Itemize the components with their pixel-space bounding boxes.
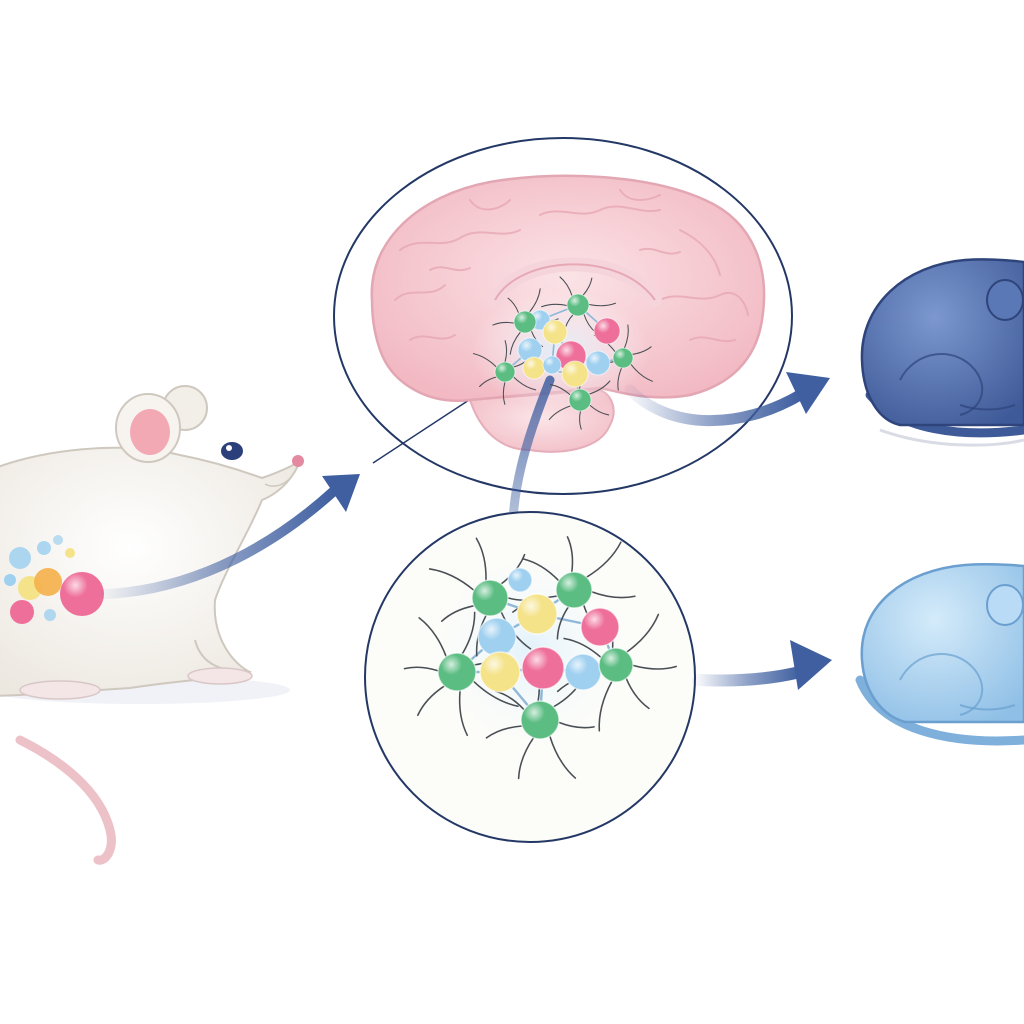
rat-foot — [187, 667, 253, 685]
cell-highlight — [523, 357, 545, 379]
cell-highlight — [518, 338, 542, 362]
neuron-process — [529, 288, 541, 313]
neuron-process — [479, 376, 497, 388]
neuron-process — [475, 537, 487, 582]
cell-highlight — [480, 652, 520, 692]
cell-highlight — [495, 362, 515, 382]
neuron-process — [502, 381, 506, 405]
rat-particle-cluster — [4, 535, 104, 624]
neuron-process — [428, 568, 475, 591]
neuron-process — [517, 737, 535, 780]
cell-highlight — [599, 648, 633, 682]
neuron-process — [507, 297, 520, 314]
rat-ear-inner — [130, 409, 170, 455]
rat-eye — [221, 442, 243, 460]
neuron-process — [548, 405, 572, 421]
neuron-process — [417, 685, 446, 717]
dark-mouse-body — [860, 258, 1024, 427]
neuron-process — [626, 613, 660, 653]
neuron-process — [541, 303, 568, 308]
neuron-process — [549, 384, 571, 396]
cell-highlight — [522, 647, 564, 689]
cell-highlight — [565, 654, 601, 690]
curled-mouse-light-icon — [855, 563, 1024, 746]
cell-highlight — [521, 701, 559, 739]
light-mouse-body — [860, 563, 1024, 724]
rat-hind-foot — [19, 680, 101, 700]
neuron-process — [461, 611, 476, 655]
rat-nose — [292, 455, 304, 467]
neuron-process — [563, 637, 602, 659]
cell-highlight — [543, 320, 567, 344]
neuron-process — [549, 735, 577, 779]
cell-highlight — [438, 653, 476, 691]
neuron-process — [458, 689, 469, 737]
neuron-process — [623, 324, 629, 349]
cell-highlight — [581, 608, 619, 646]
arrow-cluster-to-light-mouse — [692, 640, 832, 690]
neuron-process — [472, 680, 519, 708]
neuron-process — [598, 680, 613, 732]
brain-icon — [370, 174, 766, 403]
cell-highlight — [586, 351, 610, 375]
neuron-process — [630, 363, 653, 382]
cell-highlight — [594, 318, 620, 344]
neuron-process — [625, 677, 650, 710]
cell-highlight — [514, 311, 536, 333]
neuron-process — [588, 380, 611, 395]
cell-highlight — [543, 356, 561, 374]
arrow-brain-to-dark-mouse — [624, 372, 830, 427]
brain-cell-cluster — [472, 276, 653, 430]
curled-mouse-dark-icon — [860, 258, 1024, 447]
cell-highlight — [517, 594, 557, 634]
neuron-process — [617, 367, 623, 391]
cell-highlight — [508, 568, 532, 592]
neuron-process — [513, 376, 537, 391]
cell-highlight — [472, 580, 508, 616]
light-mouse-ear — [986, 584, 1024, 626]
cell-highlight — [613, 348, 633, 368]
neuron-process — [559, 276, 573, 297]
rat-tail — [15, 735, 116, 865]
neuron-process — [509, 331, 521, 355]
neuron-process — [556, 606, 570, 640]
neuron-process — [492, 321, 515, 326]
cell-highlight — [562, 361, 588, 387]
neuron-process — [403, 666, 439, 672]
cell-cluster-icon — [403, 536, 677, 780]
cell-highlight — [556, 572, 592, 608]
neuron-process — [591, 591, 636, 599]
neuron-process — [582, 277, 593, 296]
neuron-process — [485, 725, 523, 739]
cell-highlight — [569, 389, 591, 411]
neuron-process — [588, 302, 616, 307]
neuron-process — [504, 340, 508, 363]
neuron-process — [585, 541, 622, 578]
arrow-rat-to-brain — [100, 474, 360, 599]
cell-highlight — [567, 294, 589, 316]
cell-highlight — [478, 618, 516, 656]
neuron-process — [472, 353, 497, 368]
white-rat-icon — [0, 385, 304, 865]
neuron-process — [589, 404, 610, 416]
rat-body — [0, 446, 301, 697]
neuron-process — [579, 410, 582, 430]
neuron-process — [558, 721, 595, 729]
neuron-process — [418, 617, 447, 658]
neuron-process — [632, 664, 677, 670]
brain-gyri — [394, 189, 749, 343]
brain-inset — [333, 137, 793, 495]
neuron-process — [566, 536, 574, 573]
neuron-process — [441, 605, 475, 623]
neuron-process — [631, 346, 652, 355]
neuron-process — [522, 558, 560, 582]
dark-mouse-ear — [986, 279, 1024, 321]
